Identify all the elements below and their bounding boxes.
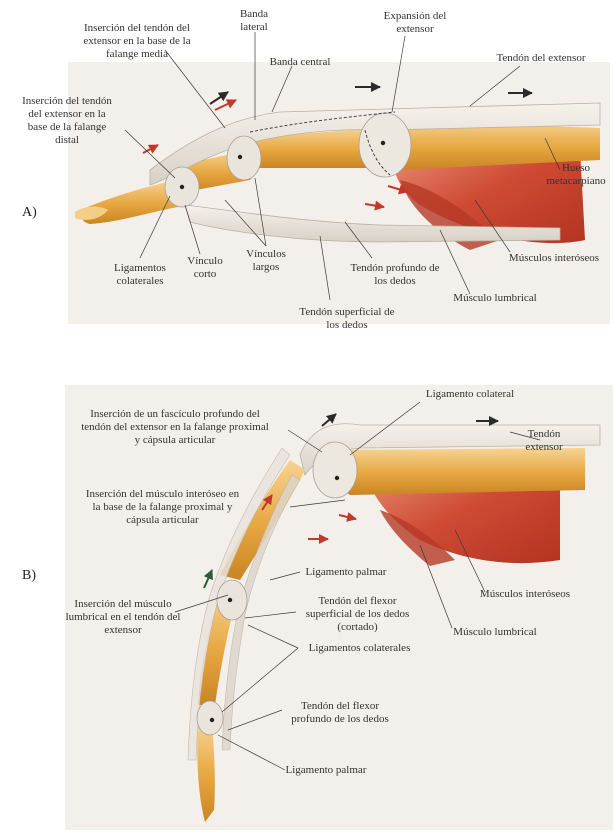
- label-collateral-ligaments: Ligamentos colaterales: [105, 262, 175, 288]
- label-palmar-ligament-1: Ligamento palmar: [296, 566, 396, 579]
- label-insertion-interosseous: Inserción del músculo interóseo en la ba…: [50, 488, 275, 527]
- label-interosseous-muscles-a: Músculos interóseos: [495, 252, 613, 265]
- label-palmar-ligament-2: Ligamento palmar: [276, 764, 376, 777]
- label-insertion-middle-phalanx: Inserción del tendón del extensor en la …: [62, 22, 212, 61]
- dip-joint-b: [197, 701, 223, 735]
- label-lumbrical-muscle-b: Músculo lumbrical: [440, 626, 550, 639]
- mcp-joint-capsule: [359, 113, 411, 177]
- panel-a-letter: A): [22, 205, 37, 221]
- label-deep-flexor-tendon: Tendón profundo de los dedos: [340, 262, 450, 288]
- label-short-vinculum: Vínculo corto: [180, 255, 230, 281]
- panel-b-letter: B): [22, 568, 36, 584]
- dip-axis-dot-b: [210, 718, 214, 722]
- mcp-axis-dot-b: [335, 476, 339, 480]
- mcp-axis-dot: [381, 141, 385, 145]
- label-insertion-distal-phalanx: Inserción del tendón del extensor en la …: [8, 95, 126, 147]
- label-collateral-ligaments-b: Ligamentos colaterales: [292, 642, 427, 655]
- label-superficial-flexor-tendon: Tendón superficial de los dedos: [282, 306, 412, 332]
- label-extensor-tendon: Tendón del extensor: [485, 52, 597, 65]
- label-lateral-band: Banda lateral: [232, 8, 276, 34]
- label-collateral-ligament-b: Ligamento colateral: [410, 388, 530, 401]
- metacarpal-bone-b: [336, 448, 585, 495]
- label-long-vincula: Vínculos largos: [238, 248, 294, 274]
- label-insertion-deep-fascicle: Inserción de un fascículo profundo del t…: [60, 408, 290, 447]
- pip-axis-dot: [238, 155, 242, 159]
- pip-axis-dot-b: [228, 598, 232, 602]
- label-superficial-flexor-cut: Tendón del flexor superficial de los ded…: [290, 595, 425, 634]
- label-deep-flexor-b: Tendón del flexor profundo de los dedos: [275, 700, 405, 726]
- label-extensor-expansion: Expansión del extensor: [370, 10, 460, 36]
- label-interosseous-muscles-b: Músculos interóseos: [465, 588, 585, 601]
- pip-joint-capsule: [227, 136, 261, 180]
- label-lumbrical-muscle-a: Músculo lumbrical: [440, 292, 550, 305]
- label-central-band: Banda central: [260, 56, 340, 69]
- label-insertion-lumbrical: Inserción del músculo lumbrical en el te…: [58, 598, 188, 637]
- label-extensor-tendon-b: Tendón extensor: [515, 428, 573, 454]
- label-metacarpal-bone: Hueso metacarpiano: [540, 162, 612, 188]
- dip-axis-dot: [180, 185, 184, 189]
